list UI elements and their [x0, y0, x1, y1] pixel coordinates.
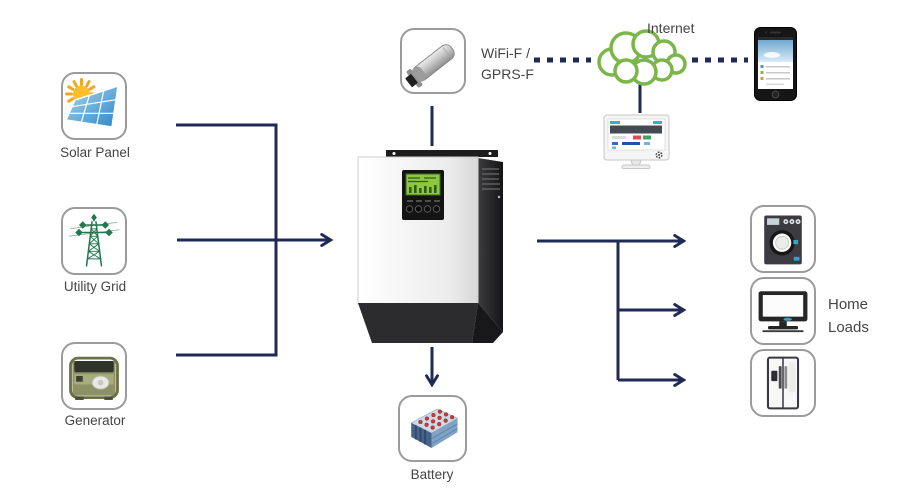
smartphone-icon	[754, 27, 797, 101]
battery-label: Battery	[410, 467, 454, 482]
wifi-gprs-module-icon	[405, 44, 455, 88]
solar-panel-box	[61, 72, 127, 140]
tv-icon	[758, 291, 808, 333]
wifi-module-label-line2: GPRS-F	[481, 66, 534, 82]
utility-grid-icon	[68, 213, 120, 267]
refrigerator-box	[750, 349, 816, 417]
inverter-icon	[357, 150, 503, 343]
home-loads-label-line1: Home	[828, 296, 869, 313]
tv-box	[750, 277, 816, 345]
home-loads-label: Home Loads	[828, 293, 869, 339]
battery-icon	[410, 408, 459, 448]
cloud-icon	[597, 29, 687, 86]
desktop-monitor-icon	[603, 114, 670, 169]
solar-panel-icon	[64, 78, 119, 128]
internet-label: Internet	[647, 20, 695, 36]
washing-machine-box	[750, 205, 816, 273]
generator-icon	[69, 356, 119, 400]
wifi-module-box	[400, 28, 466, 94]
utility-grid-box	[61, 207, 127, 275]
utility-grid-label: Utility Grid	[63, 279, 127, 294]
home-loads-label-line2: Loads	[828, 319, 869, 336]
washing-machine-icon	[764, 215, 802, 265]
wifi-module-label-line1: WiFi-F /	[481, 45, 530, 61]
battery-box	[398, 395, 467, 462]
refrigerator-icon	[766, 356, 800, 410]
solar-panel-label: Solar Panel	[60, 145, 130, 160]
wifi-module-label: WiFi-F / GPRS-F	[481, 43, 534, 85]
generator-label: Generator	[64, 413, 126, 428]
generator-box	[61, 342, 127, 410]
